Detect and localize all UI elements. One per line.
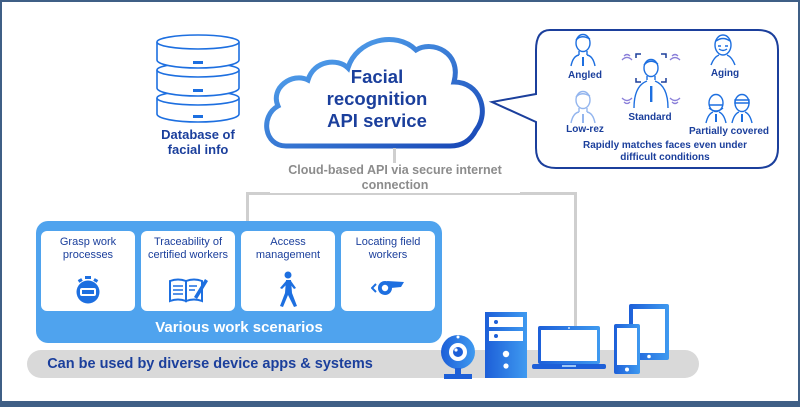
face-label-partially-covered: Partially covered [688,126,770,137]
bubble-caption: Rapidly matches faces even under difficu… [583,140,747,163]
scenario-card-traceability: Traceability of certified workers [141,231,235,311]
angled-face-icon [570,33,596,67]
face-label-standard: Standard [628,112,672,123]
beacon-icon [371,281,404,295]
connector-line [246,192,249,222]
devices-label: Can be used by diverse device apps & sys… [47,356,373,372]
connector-line [246,192,576,195]
scenario-label: Traceability of certified workers [147,236,229,261]
low-res-face-icon [570,90,596,124]
book-pen-icon [169,278,208,303]
face-label-aging: Aging [710,68,740,79]
desktop-tower-icon [485,312,527,378]
face-label-angled: Angled [568,70,602,81]
cloud-caption: Cloud-based API via secure internet conn… [270,163,520,193]
scenario-card-access-management: Access management [241,231,335,311]
cloud-title: Facial recognition API service [326,66,428,131]
aging-face-icon [710,34,736,66]
connector-line [574,192,577,332]
covered-face-icon [705,93,753,124]
face-label-low-rez: Low-rez [566,124,604,135]
database-label: Database of facial info [161,127,235,157]
walking-person-icon [280,271,297,307]
scenarios-panel: Grasp work processes Traceability of cer… [36,221,442,343]
cloud-icon [264,37,485,149]
standard-face-scan-icon [621,53,681,109]
webcam-icon [441,335,475,379]
stopwatch-icon [76,276,100,304]
scenario-card-grasp-work: Grasp work processes [41,231,135,311]
scenario-card-locating-workers: Locating field workers [341,231,435,311]
scenarios-title: Various work scenarios [155,319,323,336]
laptop-icon [532,326,606,369]
database-icon [156,34,240,123]
scenario-label: Grasp work processes [59,236,117,261]
scenario-label: Access management [255,236,321,261]
scenario-label: Locating field workers [355,236,421,261]
smartphone-icon [614,324,640,374]
